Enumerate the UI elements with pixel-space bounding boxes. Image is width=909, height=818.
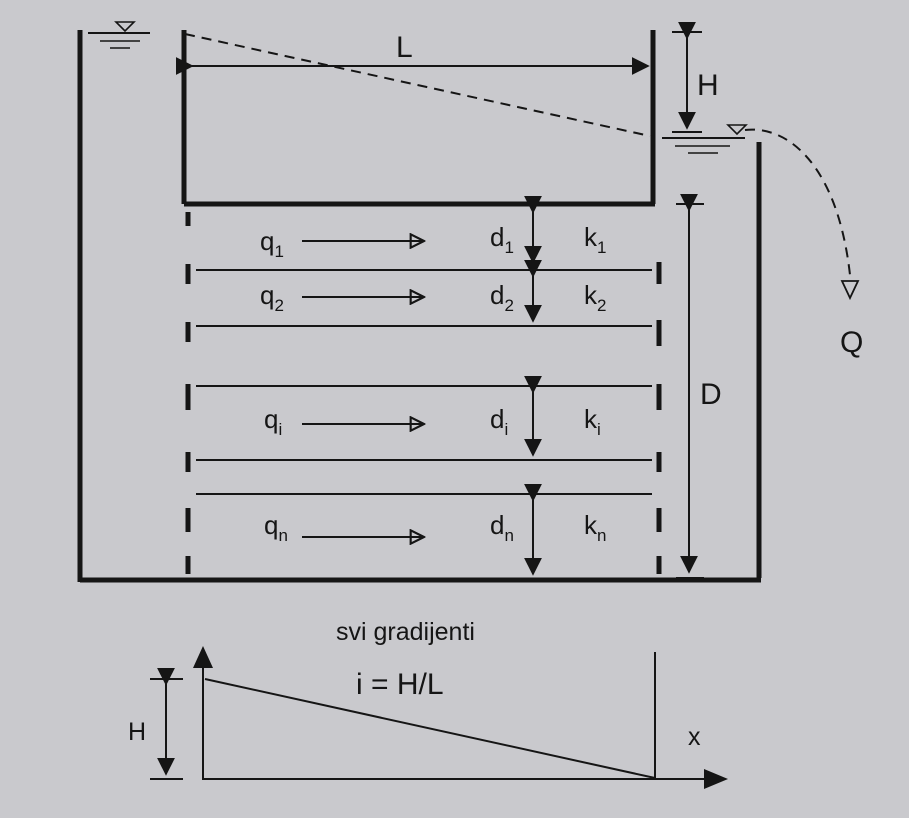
- layer-1-q-label: q1: [260, 226, 284, 261]
- gradient-caption: svi gradijenti: [336, 618, 475, 646]
- gradient-diagram: svi gradijenti i = H/L x H: [128, 618, 728, 789]
- hydraulic-grade-line: [184, 33, 651, 137]
- water-level-triangle-icon: [114, 21, 136, 33]
- layer-i: qi di ki: [264, 375, 601, 457]
- dimension-H-top-label: H: [697, 69, 719, 102]
- layer-2-q-label: q2: [260, 280, 284, 315]
- gradient-formula: i = H/L: [356, 668, 444, 701]
- x-axis-arrow-icon: [704, 769, 728, 789]
- y-axis-arrow-icon: [193, 646, 213, 668]
- left-reservoir: [77, 21, 187, 582]
- layer-2-d-label: d2: [490, 280, 514, 315]
- layer-1-k-label: k1: [584, 222, 606, 257]
- layer-n-q-label: qn: [264, 510, 288, 545]
- dimension-H-top: H: [672, 21, 719, 133]
- layer-1: q1 d1 k1: [260, 195, 606, 264]
- outflow-arrow-icon: [840, 280, 860, 301]
- layer-2-k-label: k2: [584, 280, 606, 315]
- outflow-Q: Q: [744, 128, 863, 359]
- right-reservoir: [650, 30, 762, 578]
- layer-i-k-label: ki: [584, 404, 601, 439]
- outflow-Q-label: Q: [840, 326, 863, 359]
- dimension-D-label: D: [700, 378, 722, 411]
- dimension-L-label: L: [396, 31, 413, 64]
- gradient-line: [204, 678, 656, 779]
- outflow-jet: [744, 128, 851, 276]
- layer-1-d-label: d1: [490, 222, 514, 257]
- x-axis-label: x: [688, 723, 701, 751]
- layer-i-d-label: di: [490, 404, 508, 439]
- water-level-triangle-icon: [726, 124, 748, 136]
- layer-n-d-label: dn: [490, 510, 514, 545]
- dimension-D: D: [676, 193, 722, 579]
- layer-i-q-label: qi: [264, 404, 282, 439]
- dimension-H-bottom-label: H: [128, 718, 146, 746]
- aquifer: [80, 201, 761, 583]
- layer-n-k-label: kn: [584, 510, 606, 545]
- dimension-L: L: [175, 31, 650, 75]
- layer-2: q2 d2 k2: [260, 259, 606, 323]
- layer-n: qn dn kn: [264, 483, 606, 576]
